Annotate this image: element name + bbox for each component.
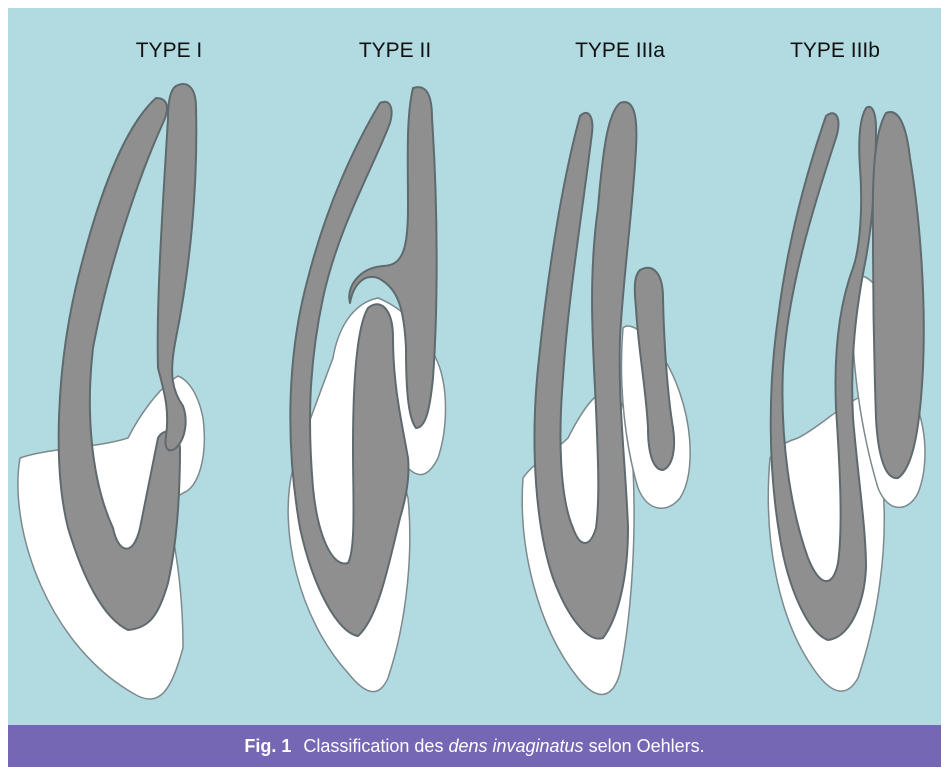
type-label-3: TYPE IIIa (575, 39, 665, 62)
dentin-right-type-3b (873, 112, 924, 478)
tooth-type-2 (288, 87, 445, 692)
caption-text-before: Classification des (303, 736, 443, 757)
caption-text-italic: dens invaginatus (448, 736, 583, 757)
caption-bar: Fig. 1 Classification des dens invaginat… (8, 725, 941, 767)
tooth-type-3b (768, 107, 925, 691)
type-label-2: TYPE II (359, 39, 431, 62)
figure-number: Fig. 1 (244, 736, 291, 757)
type-label-4: TYPE IIIb (790, 39, 880, 62)
tooth-diagram: TYPE I TYPE II TYPE IIIa TYPE IIIb (8, 8, 941, 725)
caption-text-after: selon Oehlers. (589, 736, 705, 757)
tooth-type-3a (522, 102, 690, 694)
tooth-type-1 (18, 84, 204, 699)
type-label-1: TYPE I (136, 39, 203, 62)
diagram-panel: TYPE I TYPE II TYPE IIIa TYPE IIIb (8, 8, 941, 725)
figure: TYPE I TYPE II TYPE IIIa TYPE IIIb (8, 8, 941, 767)
